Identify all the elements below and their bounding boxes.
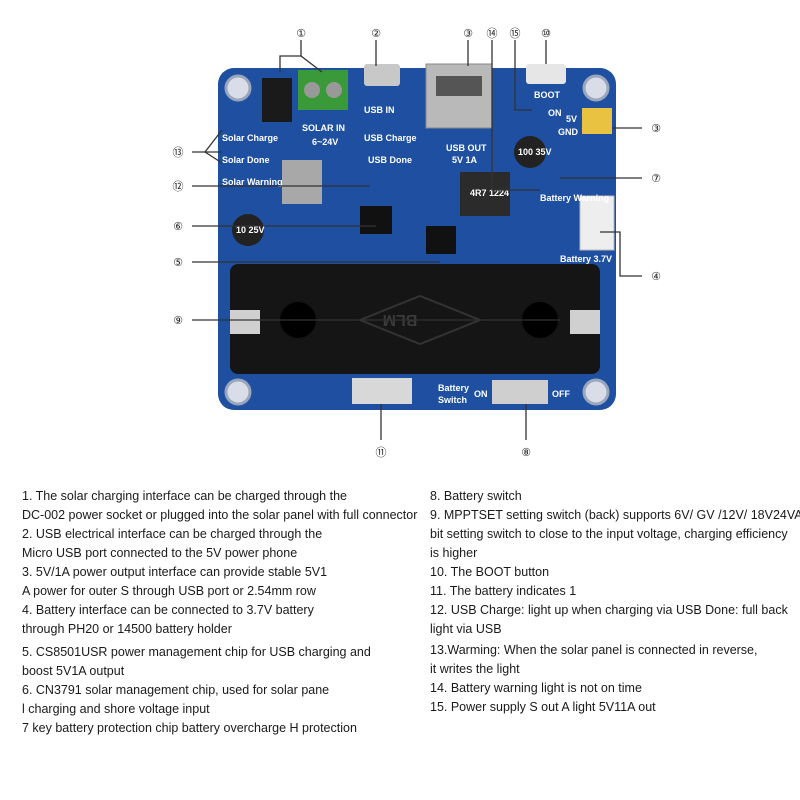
label-inductor: 4R7 1224	[470, 188, 509, 198]
battery-switch	[492, 380, 548, 404]
capacitor-left	[232, 214, 264, 246]
label-cap-right: 100 35V	[518, 147, 552, 157]
description-line: is higher	[430, 546, 478, 560]
protection-chip	[282, 160, 322, 204]
description-line: A power for outer S through USB port or …	[22, 584, 316, 598]
label-battery-37v: Battery 3.7V	[560, 254, 612, 264]
label-switch-off: OFF	[552, 389, 570, 399]
callout-12: ⑫	[173, 180, 184, 193]
description-line: 15. Power supply S out A light 5V11A out	[430, 700, 656, 714]
callout-13: ⑬	[173, 146, 184, 159]
description-line: 11. The battery indicates 1	[430, 584, 577, 598]
callout-15: ⑮	[510, 27, 521, 40]
description-item: 7 key battery protection chip battery ov…	[22, 719, 417, 738]
label-battery-switch-1: Battery	[438, 383, 469, 393]
label-usb-out: USB OUT	[446, 143, 487, 153]
callout-3-top: ③	[463, 27, 473, 40]
micro-usb-port	[364, 64, 400, 86]
description-line: l charging and shore voltage input	[22, 702, 210, 716]
label-usb-in: USB IN	[364, 105, 395, 115]
callout-2: ②	[371, 27, 381, 40]
description-line: 2. USB electrical interface can be charg…	[22, 527, 323, 541]
power-header	[582, 108, 612, 134]
description-item: 15. Power supply S out A light 5V11A out	[430, 698, 800, 717]
description-line: 6. CN3791 solar management chip, used fo…	[22, 683, 330, 697]
battery-indicator-header	[352, 378, 412, 404]
description-line: 9. MPPTSET setting switch (back) support…	[430, 508, 800, 522]
dc-jack	[262, 78, 292, 122]
description-item: 2. USB electrical interface can be charg…	[22, 525, 417, 563]
description-item: 5. CS8501USR power management chip for U…	[22, 643, 417, 681]
label-solar-voltage: 6~24V	[312, 137, 338, 147]
description-item: 4. Battery interface can be connected to…	[22, 601, 417, 639]
description-line: 8. Battery switch	[430, 489, 522, 503]
label-gnd: GND	[558, 127, 579, 137]
description-item: 10. The BOOT button	[430, 563, 800, 582]
label-battery-switch-2: Switch	[438, 395, 467, 405]
boot-button	[526, 64, 566, 84]
description-list-right: 8. Battery switch 9. MPPTSET setting swit…	[430, 487, 800, 717]
callout-1: ①	[296, 27, 306, 40]
description-line: it writes the light	[430, 662, 520, 676]
label-usb-charge: USB Charge	[364, 133, 417, 143]
description-line: light via USB	[430, 622, 502, 636]
description-item: 9. MPPTSET setting switch (back) support…	[430, 506, 800, 563]
label-solar-in: SOLAR IN	[302, 123, 345, 133]
board-diagram: SOLAR IN 6~24V USB IN USB OUT 5V 1A BOOT…	[173, 27, 662, 459]
label-cap-left: 10 25V	[236, 225, 265, 235]
label-solar-done: Solar Done	[222, 155, 270, 165]
description-line: DC-002 power socket or plugged into the …	[22, 508, 418, 522]
battery-connector	[579, 195, 615, 251]
label-on: ON	[548, 108, 562, 118]
mounting-holes	[224, 74, 610, 406]
description-line: 3. 5V/1A power output interface can prov…	[22, 565, 328, 579]
description-list-left: 1. The solar charging interface can be c…	[22, 487, 417, 738]
description-line: 5. CS8501USR power management chip for U…	[22, 645, 371, 659]
callout-8: ⑧	[521, 446, 531, 459]
label-usb-out-rating: 5V 1A	[452, 155, 478, 165]
description-line: 14. Battery warning light is not on time	[430, 681, 642, 695]
description-item: 1. The solar charging interface can be c…	[22, 487, 417, 525]
callout-3-right: ③	[651, 122, 661, 135]
callout-11: ⑪	[376, 446, 387, 459]
description-line: 12. USB Charge: light up when charging v…	[430, 603, 788, 617]
description-item: 8. Battery switch	[430, 487, 800, 506]
callout-9: ⑨	[173, 314, 183, 327]
description-item: 12. USB Charge: light up when charging v…	[430, 601, 800, 639]
callout-6: ⑥	[173, 220, 183, 233]
description-line: boost 5V1A output	[22, 664, 125, 678]
callout-lines	[192, 40, 642, 440]
label-boot: BOOT	[534, 90, 561, 100]
description-line: through PH20 or 14500 battery holder	[22, 622, 232, 636]
description-line: 1. The solar charging interface can be c…	[22, 489, 347, 503]
label-usb-done: USB Done	[368, 155, 412, 165]
callout-10: ⑩	[541, 27, 551, 40]
description-line: 10. The BOOT button	[430, 565, 550, 579]
label-battery-warning: Battery Warning	[540, 193, 609, 203]
battery-holder	[230, 264, 600, 374]
description-item: 11. The battery indicates 1	[430, 582, 800, 601]
description-item: 13.Warming: When the solar panel is conn…	[430, 641, 800, 679]
description-line: 7 key battery protection chip battery ov…	[22, 721, 357, 735]
label-solar-charge: Solar Charge	[222, 133, 278, 143]
description-item: 6. CN3791 solar management chip, used fo…	[22, 681, 417, 719]
description-line: 13.Warming: When the solar panel is conn…	[430, 643, 758, 657]
inductor	[460, 172, 510, 216]
description-item: 14. Battery warning light is not on time	[430, 679, 800, 698]
capacitor-right	[514, 136, 546, 168]
label-5v: 5V	[566, 114, 577, 124]
callout-4: ④	[651, 270, 661, 283]
description-line: Micro USB port connected to the 5V power…	[22, 546, 298, 560]
description-item: 3. 5V/1A power output interface can prov…	[22, 563, 417, 601]
description-line: bit setting switch to close to the input…	[430, 527, 788, 541]
description-line: 4. Battery interface can be connected to…	[22, 603, 314, 617]
usb-power-chip	[426, 226, 456, 254]
callout-5: ⑤	[173, 256, 183, 269]
label-switch-on: ON	[474, 389, 488, 399]
solar-chip	[360, 206, 392, 234]
callout-7: ⑦	[651, 172, 661, 185]
callout-14: ⑭	[487, 27, 498, 40]
label-solar-warning: Solar Warning	[222, 177, 283, 187]
